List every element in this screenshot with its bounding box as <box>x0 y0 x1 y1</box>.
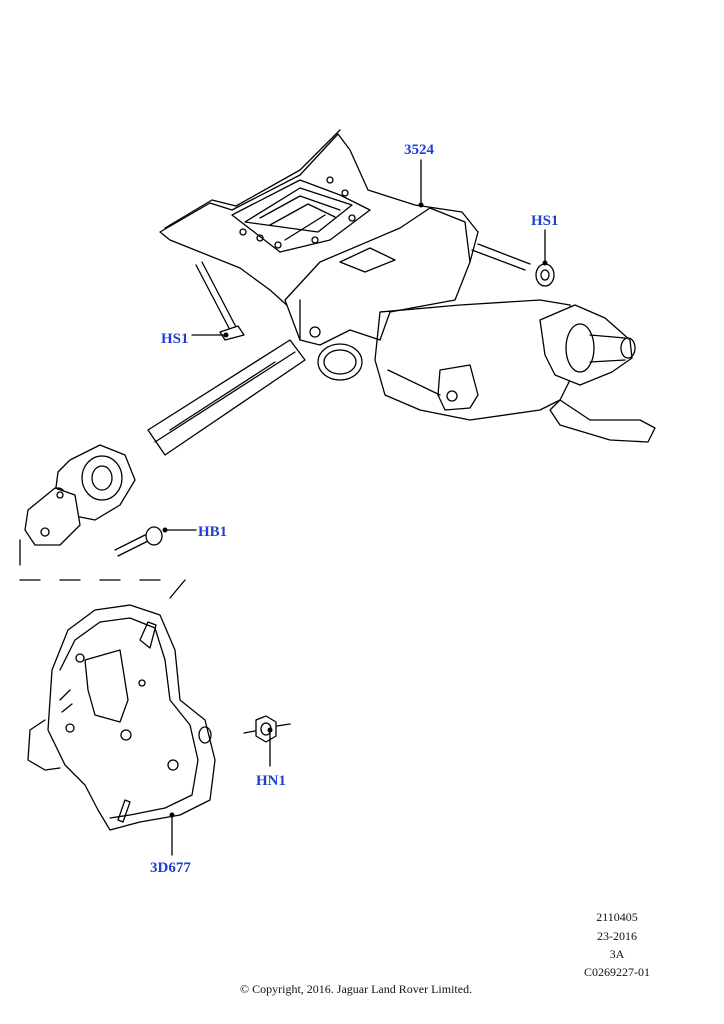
callout-3524: 3524 <box>404 142 434 158</box>
leader-lines <box>164 159 546 856</box>
hb1-bolt <box>114 526 163 557</box>
reference-number: 2110405 <box>596 910 638 924</box>
copyright-notice: © Copyright, 2016. Jaguar Land Rover Lim… <box>240 982 473 996</box>
callout-hb1: HB1 <box>198 524 228 540</box>
hn1-nut <box>243 715 291 743</box>
hs1-bolt-left <box>195 261 245 341</box>
reference-date: 23-2016 <box>597 929 637 943</box>
callout-hs1-right: HS1 <box>531 213 559 229</box>
leader-dots <box>162 202 548 818</box>
callout-3d677: 3D677 <box>150 860 191 876</box>
hs1-bolt-right <box>471 243 555 287</box>
cover-3d677 <box>27 604 216 831</box>
callout-hn1: HN1 <box>256 773 286 789</box>
reference-revision: 3A <box>609 947 625 961</box>
callout-hs1-left: HS1 <box>161 331 189 347</box>
reference-code: C0269227-01 <box>584 965 650 979</box>
steering-column-assembly <box>19 129 656 599</box>
